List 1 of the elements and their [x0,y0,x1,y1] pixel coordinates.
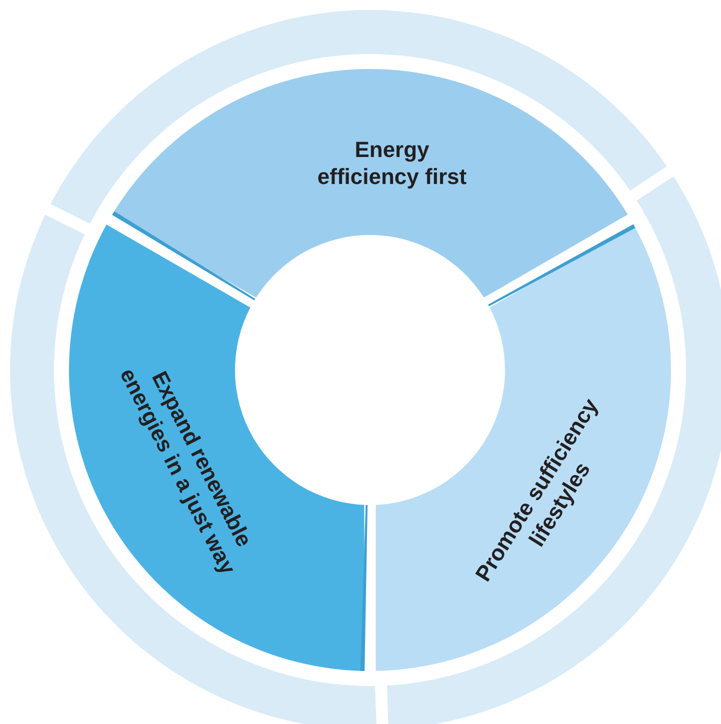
segment-label: Energy efficiency first [316,136,468,190]
